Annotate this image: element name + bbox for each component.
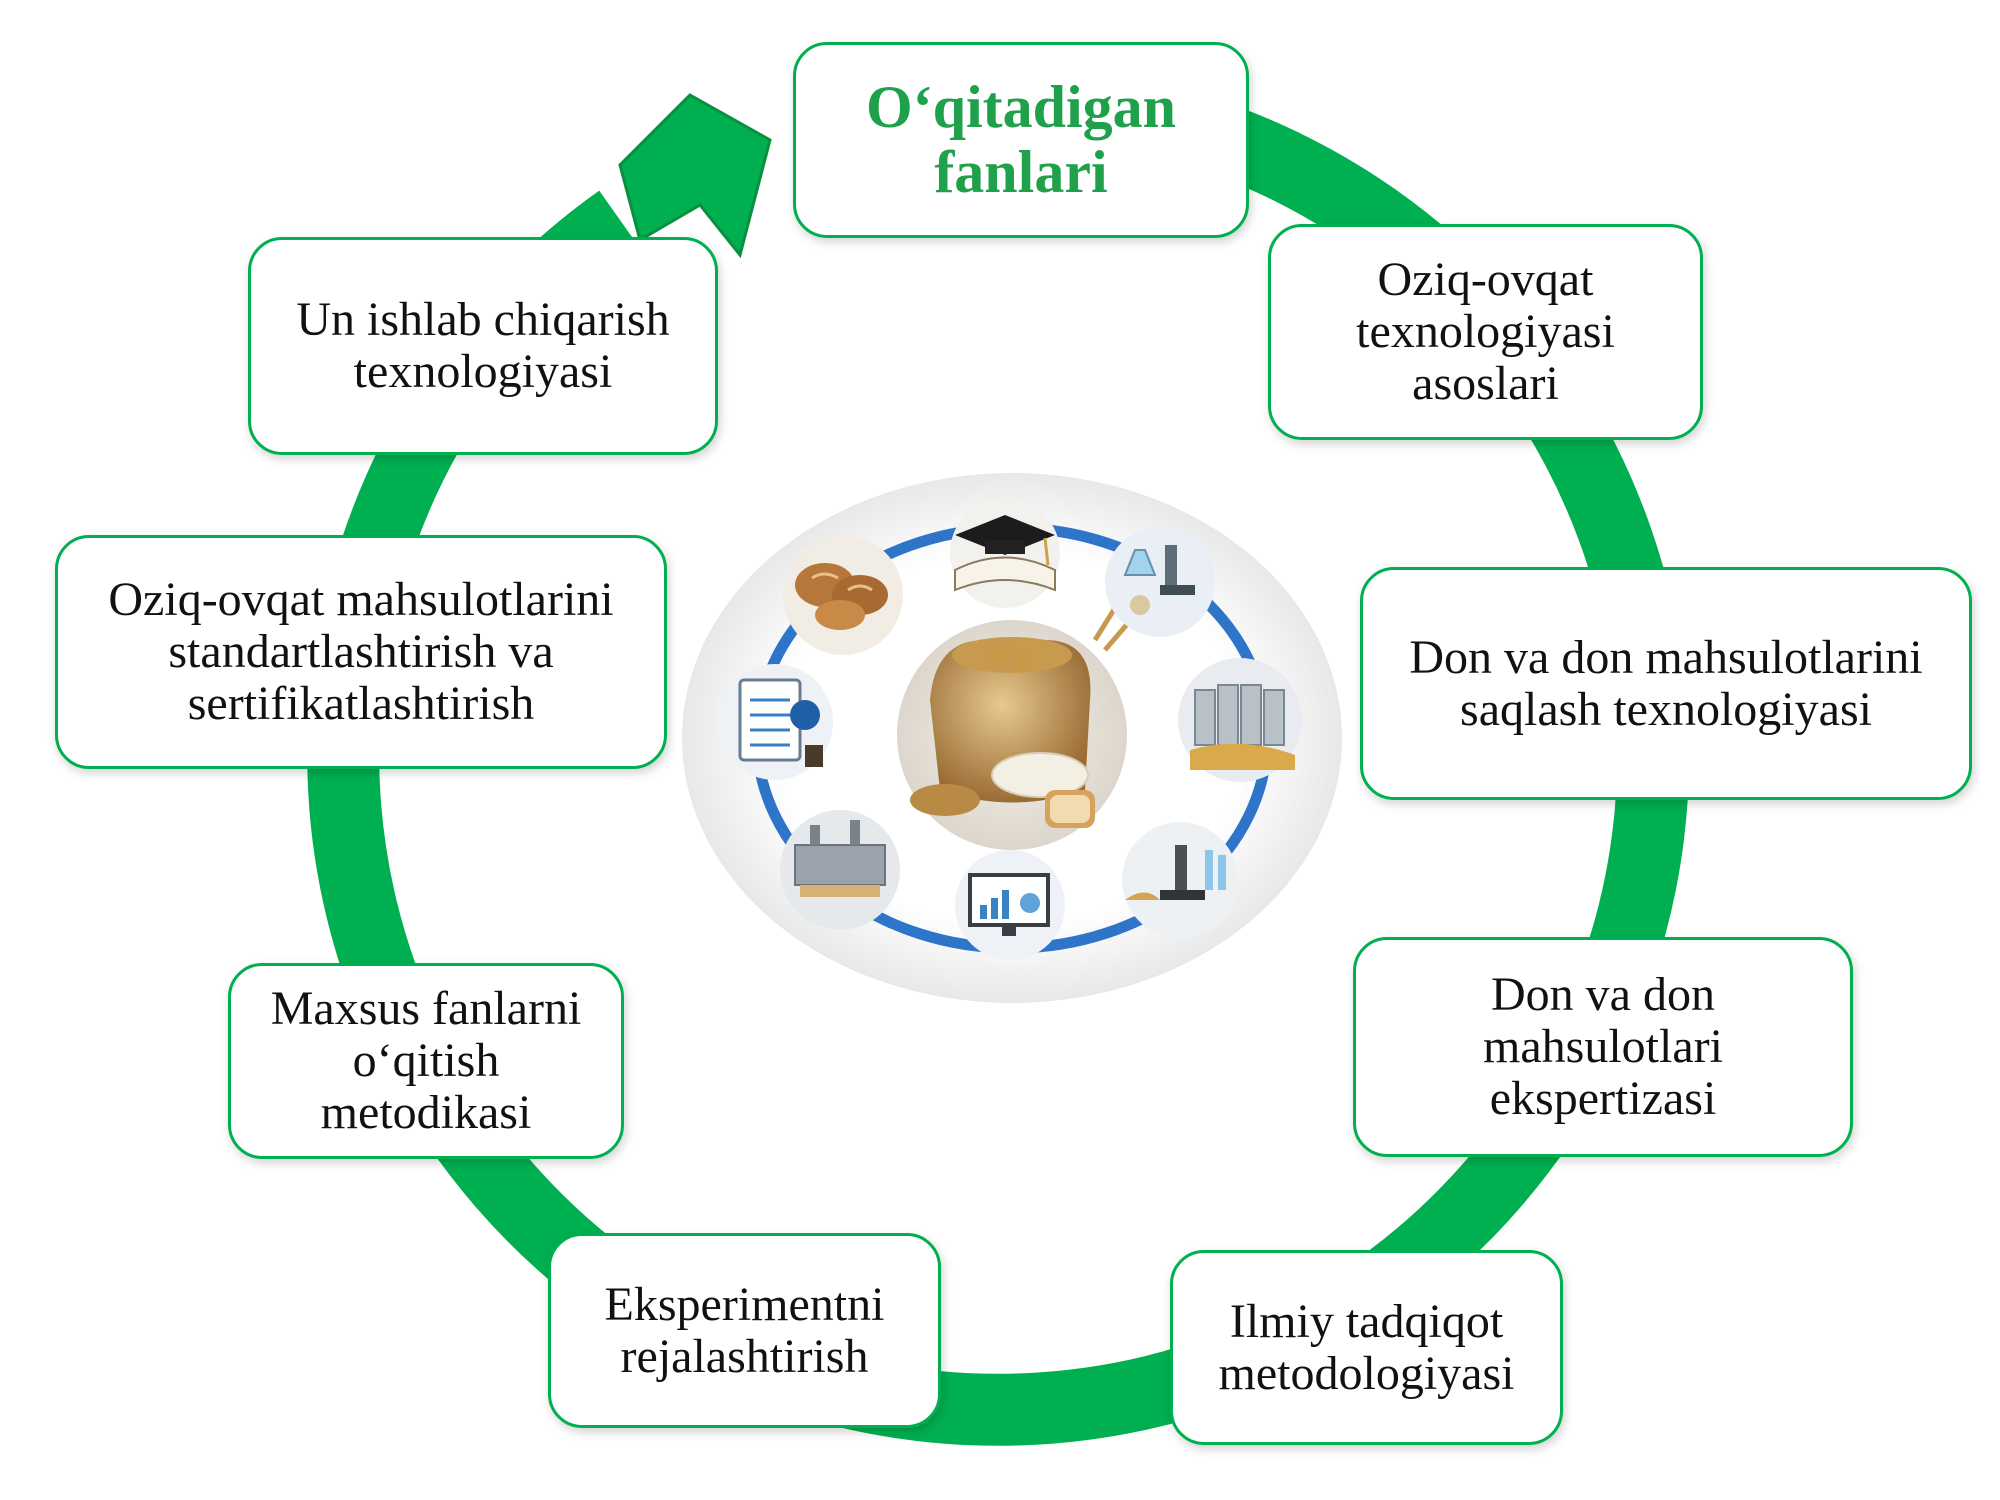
title-box: O‘qitadigan fanlari [793,42,1249,238]
diagram-title: O‘qitadigan fanlari [865,74,1177,205]
subject-box-un-ishlab-chiqarish: Un ishlab chiqarish texnologiyasi [248,237,718,455]
grain-silos-icon [1178,658,1302,782]
computer-chart-icon [955,850,1065,960]
subject-box-ilmiy-tadqiqot: Ilmiy tadqiqot metodologiyasi [1170,1250,1563,1445]
subject-label: Don va don mahsulotlari ekspertizasi [1483,968,1723,1125]
bread-loaves-icon [783,535,903,655]
subject-box-eksperiment: Eksperimentni rejalashtirish [548,1233,941,1428]
subject-label: Don va don mahsulotlarini saqlash texnol… [1409,630,1923,736]
subject-label: Oziq-ovqat mahsulotlarini standartlashti… [108,573,614,730]
subject-box-maxsus-fanlar: Maxsus fanlarni o‘qitish metodikasi [228,963,624,1159]
subject-label: Ilmiy tadqiqot metodologiyasi [1218,1294,1515,1400]
subject-label: Oziq-ovqat texnologiyasi asoslari [1356,253,1615,410]
microscope-grain-icon [1122,822,1238,938]
subject-box-don-saqlash: Don va don mahsulotlarini saqlash texnol… [1360,567,1972,800]
subject-label: Un ishlab chiqarish texnologiyasi [296,293,670,398]
checklist-certificate-icon [717,664,833,780]
lab-microscope-flasks-icon [1105,527,1215,637]
subject-label: Maxsus fanlarni o‘qitish metodikasi [270,982,582,1139]
subject-box-don-ekspertizasi: Don va don mahsulotlari ekspertizasi [1353,937,1853,1157]
subject-label: Eksperimentni rejalashtirish [604,1277,885,1383]
subject-box-standartlashtirish: Oziq-ovqat mahsulotlarini standartlashti… [55,535,667,769]
subject-box-oziq-ovqat-texnologiyasi-asoslari: Oziq-ovqat texnologiyasi asoslari [1268,224,1703,440]
graduation-cap-book-icon [950,498,1060,608]
grain-sack-flour-bread-icon [897,598,1137,850]
factory-line-icon [780,810,900,930]
arrow-head-icon [618,93,772,259]
